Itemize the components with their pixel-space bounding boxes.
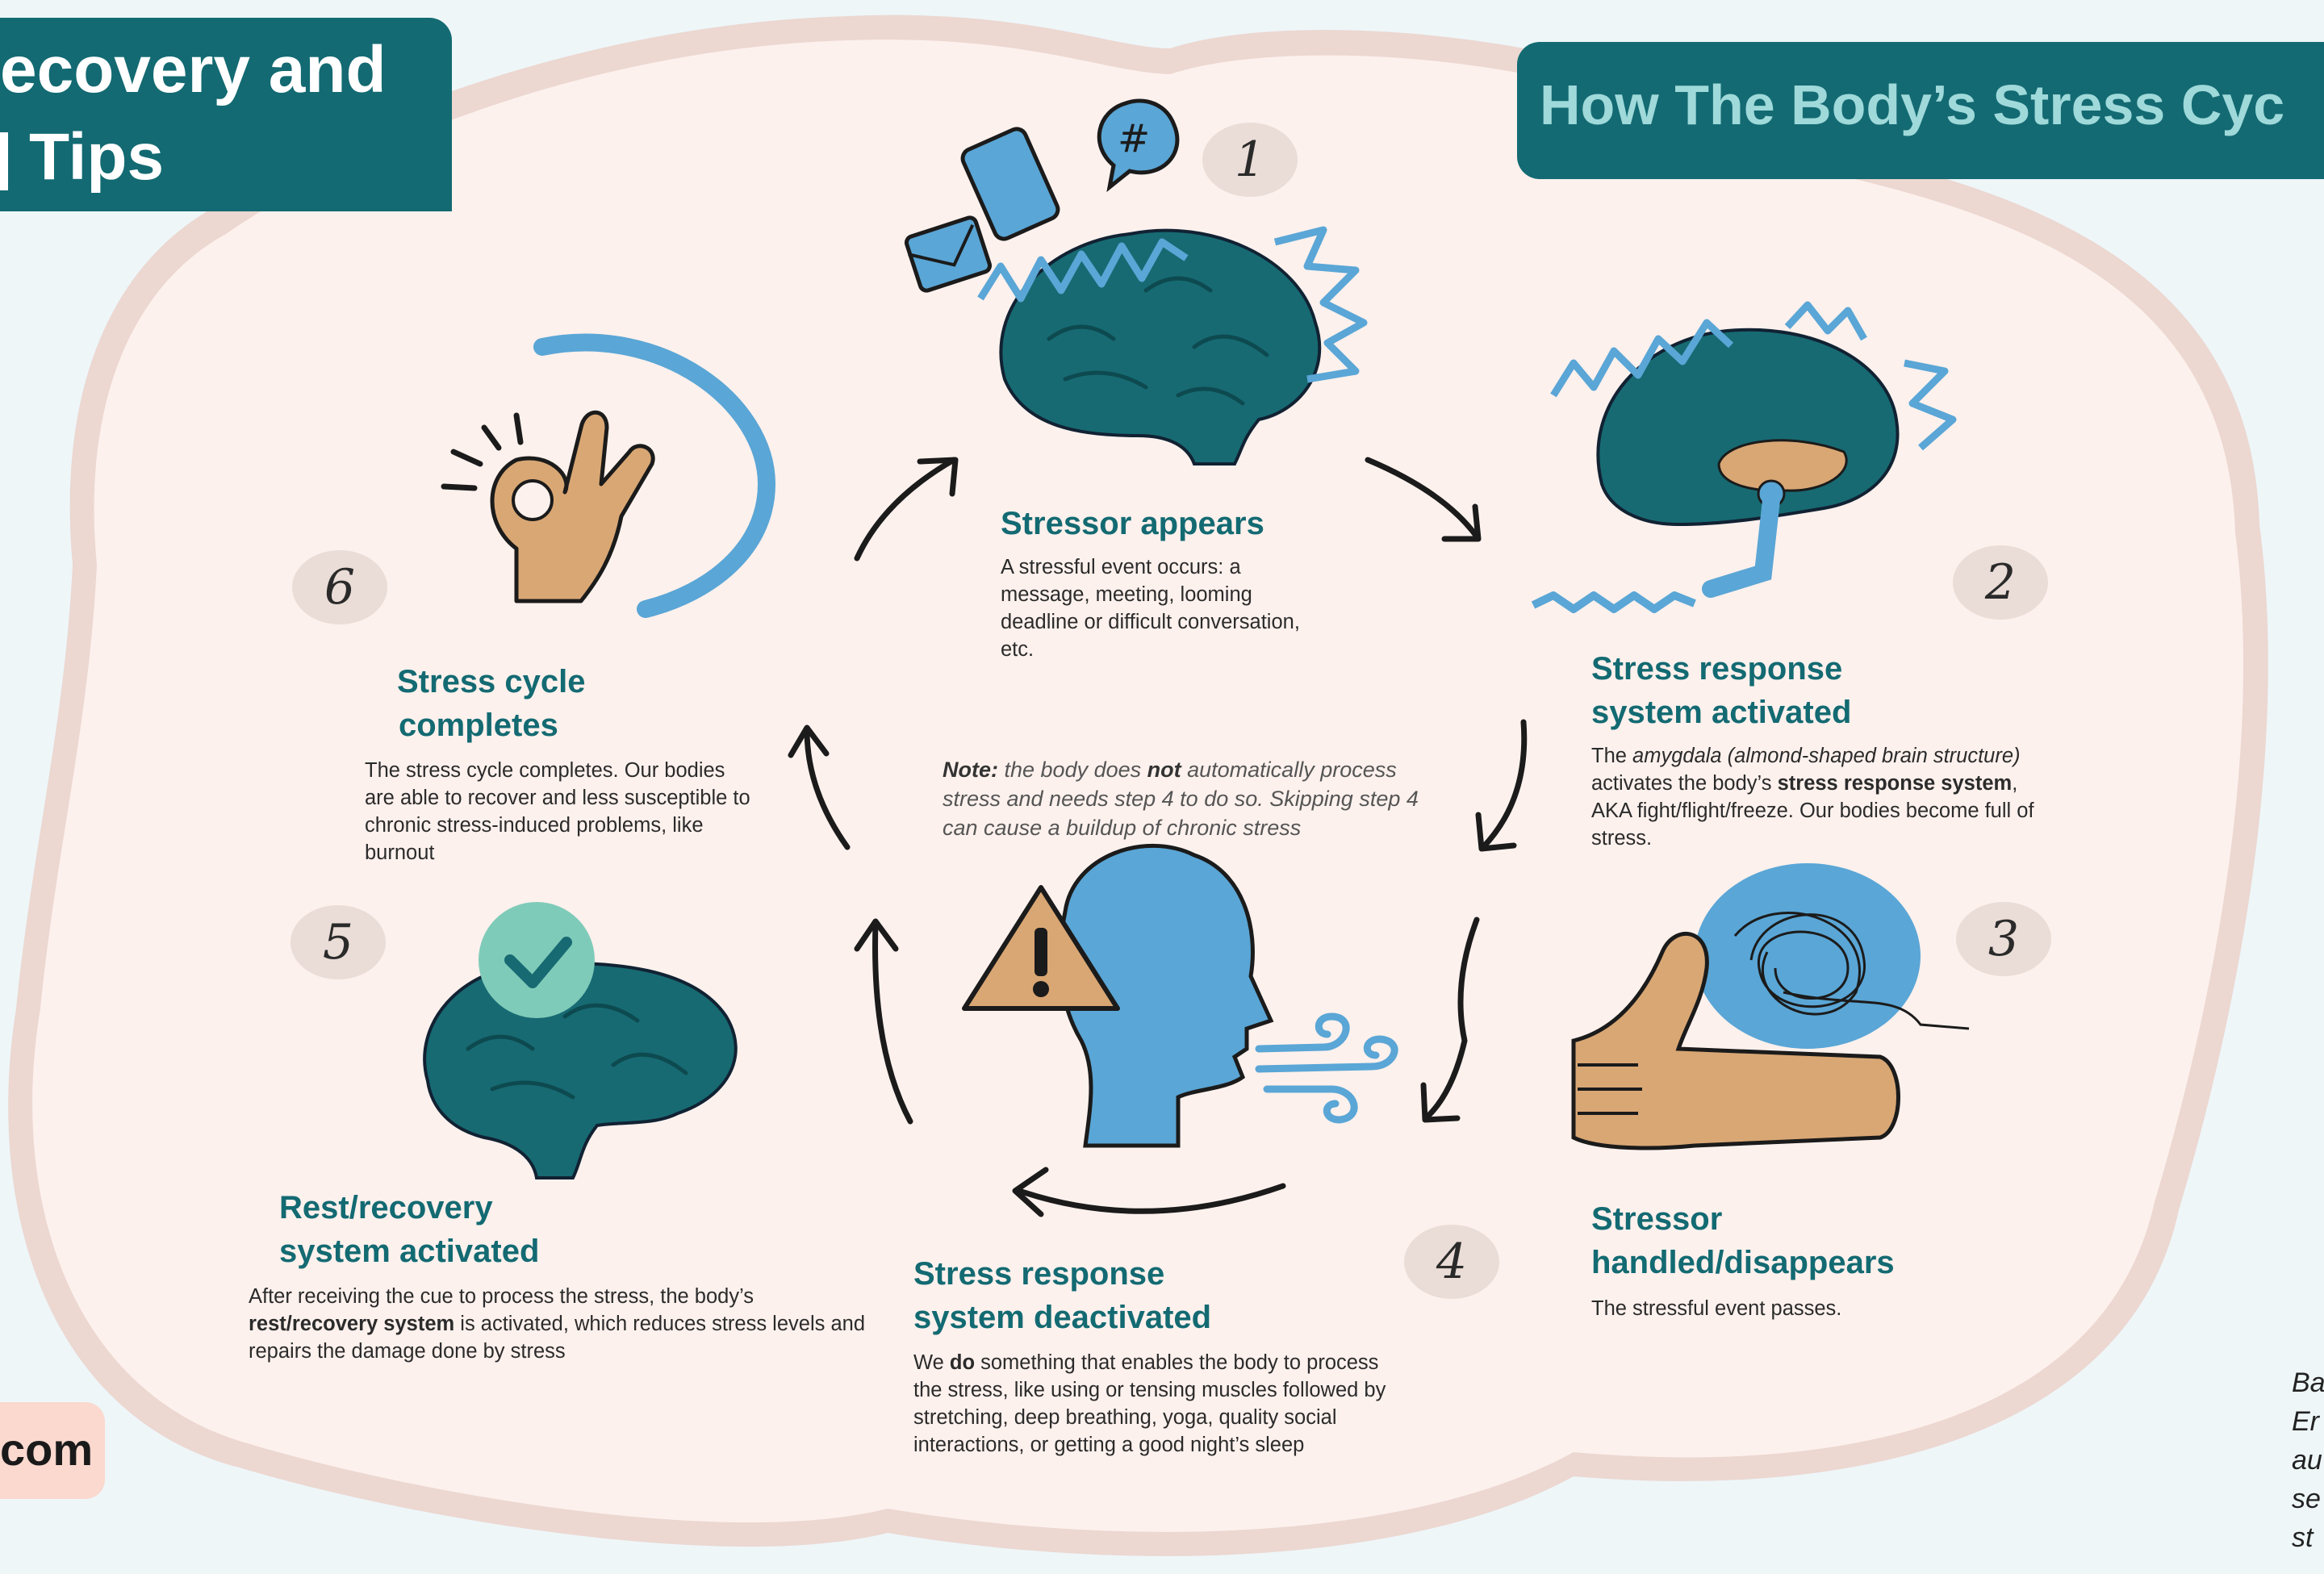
source-note-line3: au bbox=[2292, 1441, 2322, 1480]
note-part1: the body does bbox=[998, 758, 1147, 782]
step-3-title-line2: handled/disappears bbox=[1591, 1241, 1895, 1284]
note-text: Note: the body does not automatically pr… bbox=[943, 755, 1443, 842]
step-1-number: 1 bbox=[1202, 123, 1298, 197]
source-note-line1: Ba bbox=[2292, 1363, 2324, 1402]
step-1-title: Stressor appears bbox=[1001, 502, 1264, 545]
header-left-line2-text: Tips bbox=[29, 120, 164, 194]
website-badge-text: com bbox=[0, 1423, 93, 1476]
step-4-desc-c: something that enables the body to proce… bbox=[913, 1351, 1386, 1456]
step-4-desc-do: do bbox=[950, 1351, 975, 1374]
step-2-desc-amygdala: amygdala (almond-shaped brain structure) bbox=[1632, 745, 2021, 767]
step-4-number: 4 bbox=[1404, 1225, 1499, 1299]
header-left-banner: ecovery and Tips bbox=[0, 18, 452, 211]
source-note-line4: se bbox=[2292, 1480, 2321, 1518]
source-note-line2: Er bbox=[2292, 1402, 2319, 1441]
step-2-desc-c: activates the body’s bbox=[1591, 772, 1778, 795]
step-4-description: We do something that enables the body to… bbox=[913, 1349, 1398, 1459]
step-5-title-line2: system activated bbox=[279, 1230, 539, 1273]
step-4-desc-a: We bbox=[913, 1351, 950, 1374]
step-2-title-line1: Stress response bbox=[1591, 647, 1842, 691]
header-left-line1: ecovery and bbox=[0, 34, 387, 106]
step-5-title-line1: Rest/recovery bbox=[279, 1186, 493, 1230]
step-5-description: After receiving the cue to process the s… bbox=[249, 1283, 870, 1365]
note-bold: not bbox=[1147, 758, 1181, 782]
step-4-title-line1: Stress response bbox=[913, 1252, 1164, 1296]
step-3-title-line1: Stressor bbox=[1591, 1197, 1722, 1241]
step-1-description: A stressful event occurs: a message, mee… bbox=[1001, 553, 1323, 663]
header-left-line2: Tips bbox=[0, 121, 164, 194]
step-4-title-line2: system deactivated bbox=[913, 1296, 1211, 1339]
step-6-title-line1: Stress cycle bbox=[397, 660, 586, 703]
source-note-line5: st bbox=[2292, 1518, 2313, 1557]
step-2-description: The amygdala (almond-shaped brain struct… bbox=[1591, 742, 2059, 852]
step-3-number: 3 bbox=[1956, 902, 2051, 976]
website-badge[interactable]: com bbox=[0, 1402, 105, 1499]
step-6-title-line2: completes bbox=[399, 703, 558, 747]
svg-text:#: # bbox=[1118, 116, 1150, 161]
header-right-banner: How The Body’s Stress Cyc bbox=[1517, 42, 2324, 179]
step-2-number: 2 bbox=[1953, 545, 2048, 620]
step-6-number: 6 bbox=[292, 550, 387, 624]
note-label: Note: bbox=[943, 758, 998, 782]
step-2-desc-stress-system: stress response system bbox=[1778, 772, 2013, 795]
page-title: How The Body’s Stress Cyc bbox=[1540, 73, 2284, 137]
step-6-description: The stress cycle completes. Our bodies a… bbox=[365, 757, 752, 866]
step-5-number: 5 bbox=[290, 905, 386, 979]
step-5-desc-rest-system: rest/recovery system bbox=[249, 1313, 454, 1335]
step-3-description: The stressful event passes. bbox=[1591, 1295, 1995, 1322]
step-2-title-line2: system activated bbox=[1591, 691, 1851, 734]
step-2-desc-a: The bbox=[1591, 745, 1632, 767]
step-5-desc-a: After receiving the cue to process the s… bbox=[249, 1285, 754, 1308]
